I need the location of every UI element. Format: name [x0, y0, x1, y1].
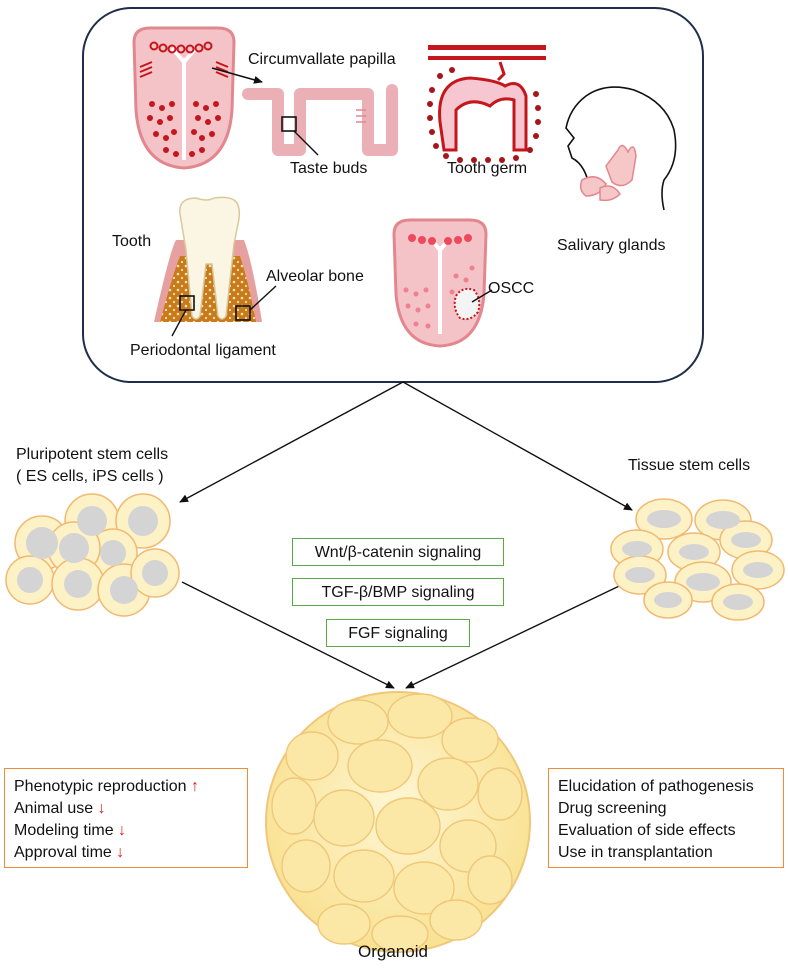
advantage-approval-time: Approval time ↓	[14, 844, 125, 861]
label-pluripotent-examples: ( ES cells, iPS cells )	[16, 468, 164, 485]
label-tooth: Tooth	[112, 233, 152, 250]
tissue-cell-cluster	[610, 498, 785, 621]
application-item: Drug screening	[558, 800, 667, 817]
increase-arrow-icon: ↑	[191, 778, 199, 795]
tooth-illustration	[154, 196, 277, 337]
decrease-arrow-icon: ↓	[118, 822, 127, 839]
signal-wnt: Wnt/β-catenin signaling	[292, 538, 504, 566]
application-item: Evaluation of side effects	[558, 822, 736, 839]
pluripotent-cell-cluster	[5, 493, 180, 617]
label-tissue-stem-cells: Tissue stem cells	[628, 457, 751, 474]
application-item: Use in transplantation	[558, 844, 713, 861]
advantages-box: Phenotypic reproduction ↑ Animal use ↓ M…	[4, 768, 248, 868]
decrease-arrow-icon: ↓	[97, 800, 106, 817]
label-taste-buds: Taste buds	[290, 160, 368, 177]
organoid-illustration	[265, 691, 531, 953]
label-oscc: OSCC	[488, 280, 535, 297]
signal-tgf-bmp: TGF-β/BMP signaling	[292, 578, 504, 606]
label-alveolar-bone: Alveolar bone	[266, 268, 364, 285]
oscc-tongue-illustration	[392, 218, 493, 348]
advantage-modeling-time: Modeling time ↓	[14, 822, 127, 839]
label-organoid: Organoid	[358, 942, 428, 961]
application-item: Elucidation of pathogenesis	[558, 778, 754, 795]
signal-fgf: FGF signaling	[326, 619, 470, 647]
advantage-phenotypic-reproduction: Phenotypic reproduction ↑	[14, 778, 199, 795]
advantage-animal-use: Animal use ↓	[14, 800, 106, 817]
tooth-germ-illustration	[427, 45, 546, 163]
applications-box: Elucidation of pathogenesis Drug screeni…	[548, 768, 784, 868]
circumvallate-papilla-illustration	[242, 84, 398, 156]
label-periodontal-ligament: Periodontal ligament	[130, 342, 276, 359]
label-tooth-germ: Tooth germ	[447, 160, 528, 177]
label-circumvallate-papilla: Circumvallate papilla	[248, 51, 396, 68]
decrease-arrow-icon: ↓	[116, 844, 125, 861]
tongue-illustration	[132, 26, 236, 170]
salivary-glands-illustration	[565, 86, 677, 211]
label-salivary-glands: Salivary glands	[557, 237, 666, 254]
label-pluripotent-stem-cells: Pluripotent stem cells	[16, 446, 169, 463]
